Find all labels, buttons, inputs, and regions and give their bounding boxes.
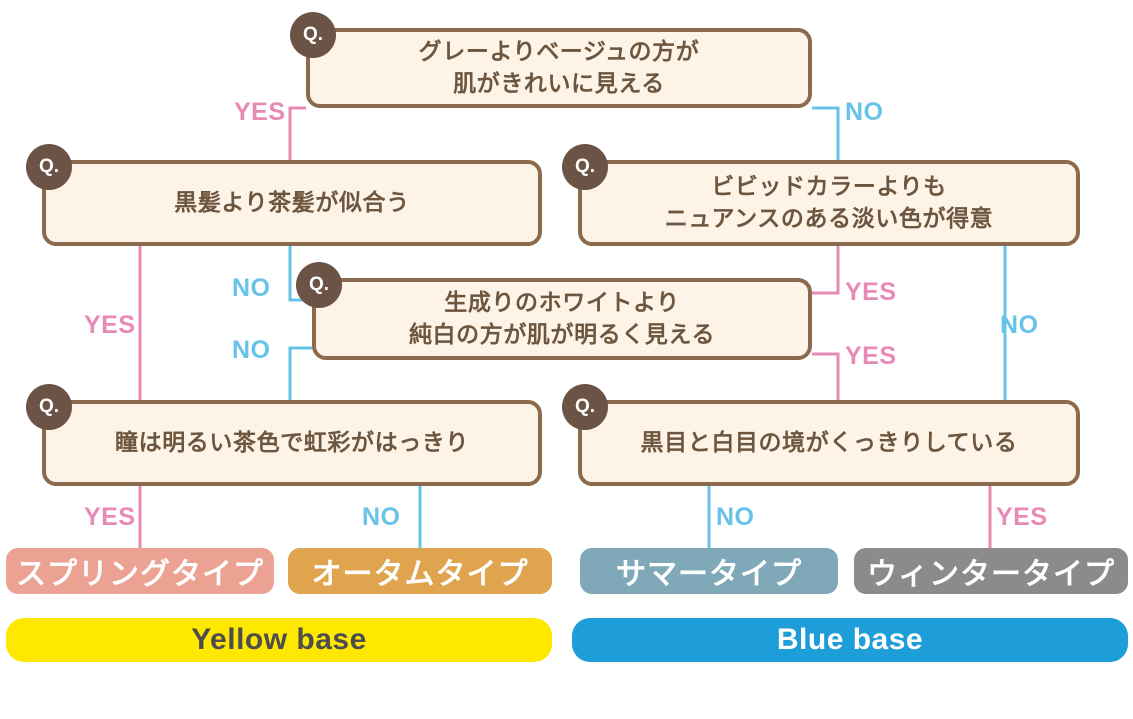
edge-label-yes-vivid-to-white: YES (845, 278, 897, 306)
edge-label-yes-iris-spring: YES (84, 503, 136, 531)
q-badge-icon: Q. (296, 262, 342, 308)
q-badge-icon: Q. (26, 384, 72, 430)
edge-label-yes-top-left: YES (234, 98, 286, 126)
question-text: 生成りのホワイトより 純白の方が肌が明るく見える (408, 289, 716, 347)
question-box-bright-iris[interactable]: Q. 瞳は明るい茶色で虹彩がはっきり (26, 384, 542, 486)
q-badge-icon: Q. (562, 144, 608, 190)
edge-label-no-white-to-iris: NO (232, 336, 271, 364)
edge-label-no-top-right: NO (845, 98, 884, 126)
edge-label-no-vivid-to-eye: NO (1000, 311, 1039, 339)
question-box-pure-white[interactable]: Q. 生成りのホワイトより 純白の方が肌が明るく見える (296, 262, 812, 360)
wire-yes-white-to-eye (812, 352, 840, 400)
question-text: ビビッドカラーよりも ニュアンスのある淡い色が得意 (664, 173, 994, 231)
q-badge-icon: Q. (290, 12, 336, 58)
result-spring[interactable]: スプリングタイプ (6, 548, 274, 594)
wire-no-top-right (812, 106, 840, 160)
question-box-vivid-color[interactable]: Q. ビビッドカラーよりも ニュアンスのある淡い色が得意 (562, 144, 1080, 246)
edge-label-yes-white-to-eye: YES (845, 342, 897, 370)
question-text: 黒目と白目の境がくっきりしている (640, 429, 1018, 456)
wire-yes-vivid-to-white (812, 246, 840, 295)
edge-label-no-iris-autumn: NO (362, 503, 401, 531)
question-box-grey-beige[interactable]: Q. グレーよりベージュの方が 肌がきれいに見える (290, 12, 812, 108)
q-badge-icon: Q. (562, 384, 608, 430)
edge-label-yes-eye-winter: YES (996, 503, 1048, 531)
edge-label-no-hair-to-white: NO (232, 274, 271, 302)
question-text: 黒髪より茶髪が似合う (174, 189, 410, 216)
q-badge-icon: Q. (26, 144, 72, 190)
wire-no-white-to-iris (288, 346, 312, 400)
result-winter[interactable]: ウィンタータイプ (854, 548, 1128, 594)
edge-label-yes-hair-to-iris: YES (84, 311, 136, 339)
result-summer[interactable]: サマータイプ (580, 548, 838, 594)
question-box-brown-hair[interactable]: Q. 黒髪より茶髪が似合う (26, 144, 542, 246)
result-autumn[interactable]: オータムタイプ (288, 548, 552, 594)
question-text: グレーよりベージュの方が 肌がきれいに見える (418, 38, 700, 96)
question-text: 瞳は明るい茶色で虹彩がはっきり (115, 429, 469, 456)
edge-label-no-eye-summer: NO (716, 503, 755, 531)
base-bar-yellow: Yellow base (6, 618, 552, 662)
question-box-eye-contrast[interactable]: Q. 黒目と白目の境がくっきりしている (562, 384, 1080, 486)
wire-yes-top-left (288, 106, 306, 160)
base-bar-blue: Blue base (572, 618, 1128, 662)
